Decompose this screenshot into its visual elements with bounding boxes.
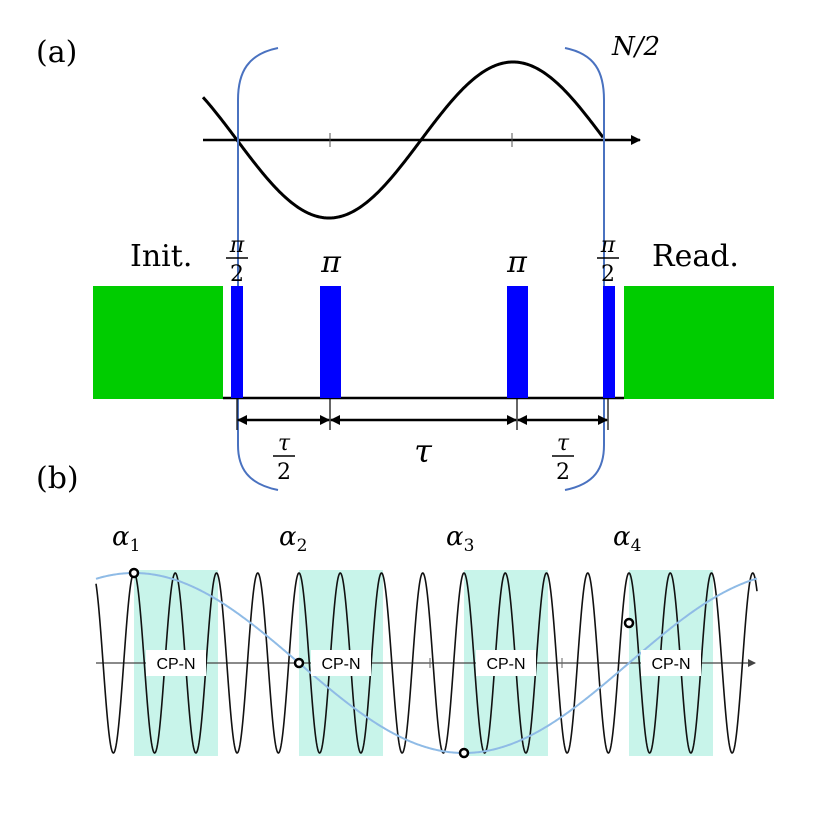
panel-b-label: (b): [36, 461, 79, 496]
alpha-label-1: α1: [112, 522, 140, 556]
sample-point-4: [623, 617, 635, 629]
cp-label-1: CP-N: [146, 650, 206, 676]
pi-half-label-first: π 2: [226, 233, 248, 287]
alpha-subscript: 3: [464, 536, 475, 556]
cp-label-text: CP-N: [651, 656, 690, 673]
alpha-symbol: α: [613, 522, 631, 552]
read-label: Read.: [652, 239, 739, 274]
half-tau-denominator: 2: [277, 460, 291, 485]
pi-pulse-first: [320, 286, 341, 398]
half-tau-label-left: τ 2: [273, 431, 295, 485]
alpha-label-4: α4: [613, 522, 641, 556]
pi-pulse-second: [507, 286, 528, 398]
right-repeat-bracket: [564, 47, 605, 491]
half-tau-numerator: τ: [557, 431, 570, 456]
repeat-count-label: N/2: [611, 32, 660, 62]
init-label: Init.: [130, 239, 192, 274]
cp-label-text: CP-N: [156, 656, 195, 673]
alpha-subscript: 1: [130, 536, 141, 556]
slow-signal-wave: [95, 572, 758, 754]
alpha-label-3: α3: [446, 522, 474, 556]
alpha-label-2: α2: [279, 522, 307, 556]
cp-label-text: CP-N: [321, 656, 360, 673]
fast-oscillation-wave: [95, 572, 758, 754]
tau-label: τ: [414, 432, 433, 470]
pi-half-denominator: 2: [601, 262, 615, 287]
cp-label-4: CP-N: [641, 650, 701, 676]
modulation-sine-wave: [201, 60, 605, 220]
sample-point-2: [293, 657, 305, 669]
readout-laser-block: [624, 286, 774, 399]
alpha-symbol: α: [446, 522, 464, 552]
pi-label-second: π: [506, 245, 528, 280]
pi-half-pulse-last: [603, 286, 615, 398]
half-tau-label-right: τ 2: [552, 431, 574, 485]
filter-function-plot: [201, 60, 641, 220]
pi-label-first: π: [320, 245, 342, 280]
init-laser-block: [93, 286, 223, 399]
alpha-subscript: 4: [631, 536, 642, 556]
panel-a-label: (a): [36, 35, 77, 70]
half-tau-denominator: 2: [556, 460, 570, 485]
pi-half-numerator: π: [229, 233, 245, 258]
cp-label-2: CP-N: [311, 650, 371, 676]
alpha-symbol: α: [279, 522, 297, 552]
sample-point-3: [458, 747, 470, 759]
pi-half-numerator: π: [600, 233, 616, 258]
left-repeat-bracket: [237, 47, 279, 491]
cp-label-text: CP-N: [486, 656, 525, 673]
alpha-symbol: α: [112, 522, 130, 552]
sample-point-1: [128, 567, 140, 579]
pi-half-denominator: 2: [230, 262, 244, 287]
cp-label-3: CP-N: [476, 650, 536, 676]
half-tau-numerator: τ: [278, 431, 291, 456]
pi-half-label-last: π 2: [597, 233, 619, 287]
alpha-subscript: 2: [297, 536, 308, 556]
pi-half-pulse-first: [231, 286, 243, 398]
